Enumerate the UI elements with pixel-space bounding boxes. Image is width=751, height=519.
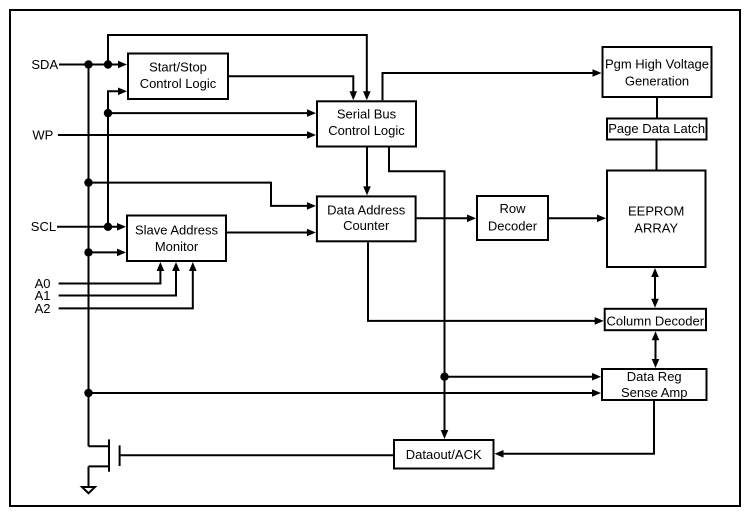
svg-text:A0: A0	[35, 276, 51, 291]
svg-text:Generation: Generation	[625, 73, 689, 88]
svg-text:Row: Row	[499, 201, 526, 216]
svg-text:A1: A1	[35, 288, 51, 303]
svg-text:Control Logic: Control Logic	[140, 76, 217, 91]
svg-text:Dataout/ACK: Dataout/ACK	[406, 447, 482, 462]
svg-text:Serial Bus: Serial Bus	[337, 106, 397, 121]
svg-text:SCL: SCL	[31, 219, 56, 234]
svg-text:Data Reg: Data Reg	[627, 369, 682, 384]
svg-text:Counter: Counter	[343, 218, 390, 233]
svg-text:Slave Address: Slave Address	[135, 222, 219, 237]
svg-text:Page Data Latch: Page Data Latch	[608, 121, 705, 136]
svg-text:Sense Amp: Sense Amp	[621, 385, 688, 400]
svg-text:ARRAY: ARRAY	[634, 220, 678, 235]
svg-text:Decoder: Decoder	[488, 219, 538, 234]
svg-text:Pgm High Voltage: Pgm High Voltage	[605, 57, 709, 72]
svg-text:SDA: SDA	[31, 57, 58, 72]
svg-text:A2: A2	[35, 301, 51, 316]
svg-text:Monitor: Monitor	[155, 239, 199, 254]
svg-text:Control Logic: Control Logic	[328, 123, 405, 138]
svg-text:Start/Stop: Start/Stop	[149, 60, 207, 75]
svg-text:Data Address: Data Address	[327, 203, 406, 218]
svg-text:WP: WP	[32, 127, 53, 142]
svg-text:Column Decoder: Column Decoder	[607, 314, 705, 329]
svg-text:EEPROM: EEPROM	[628, 203, 684, 218]
